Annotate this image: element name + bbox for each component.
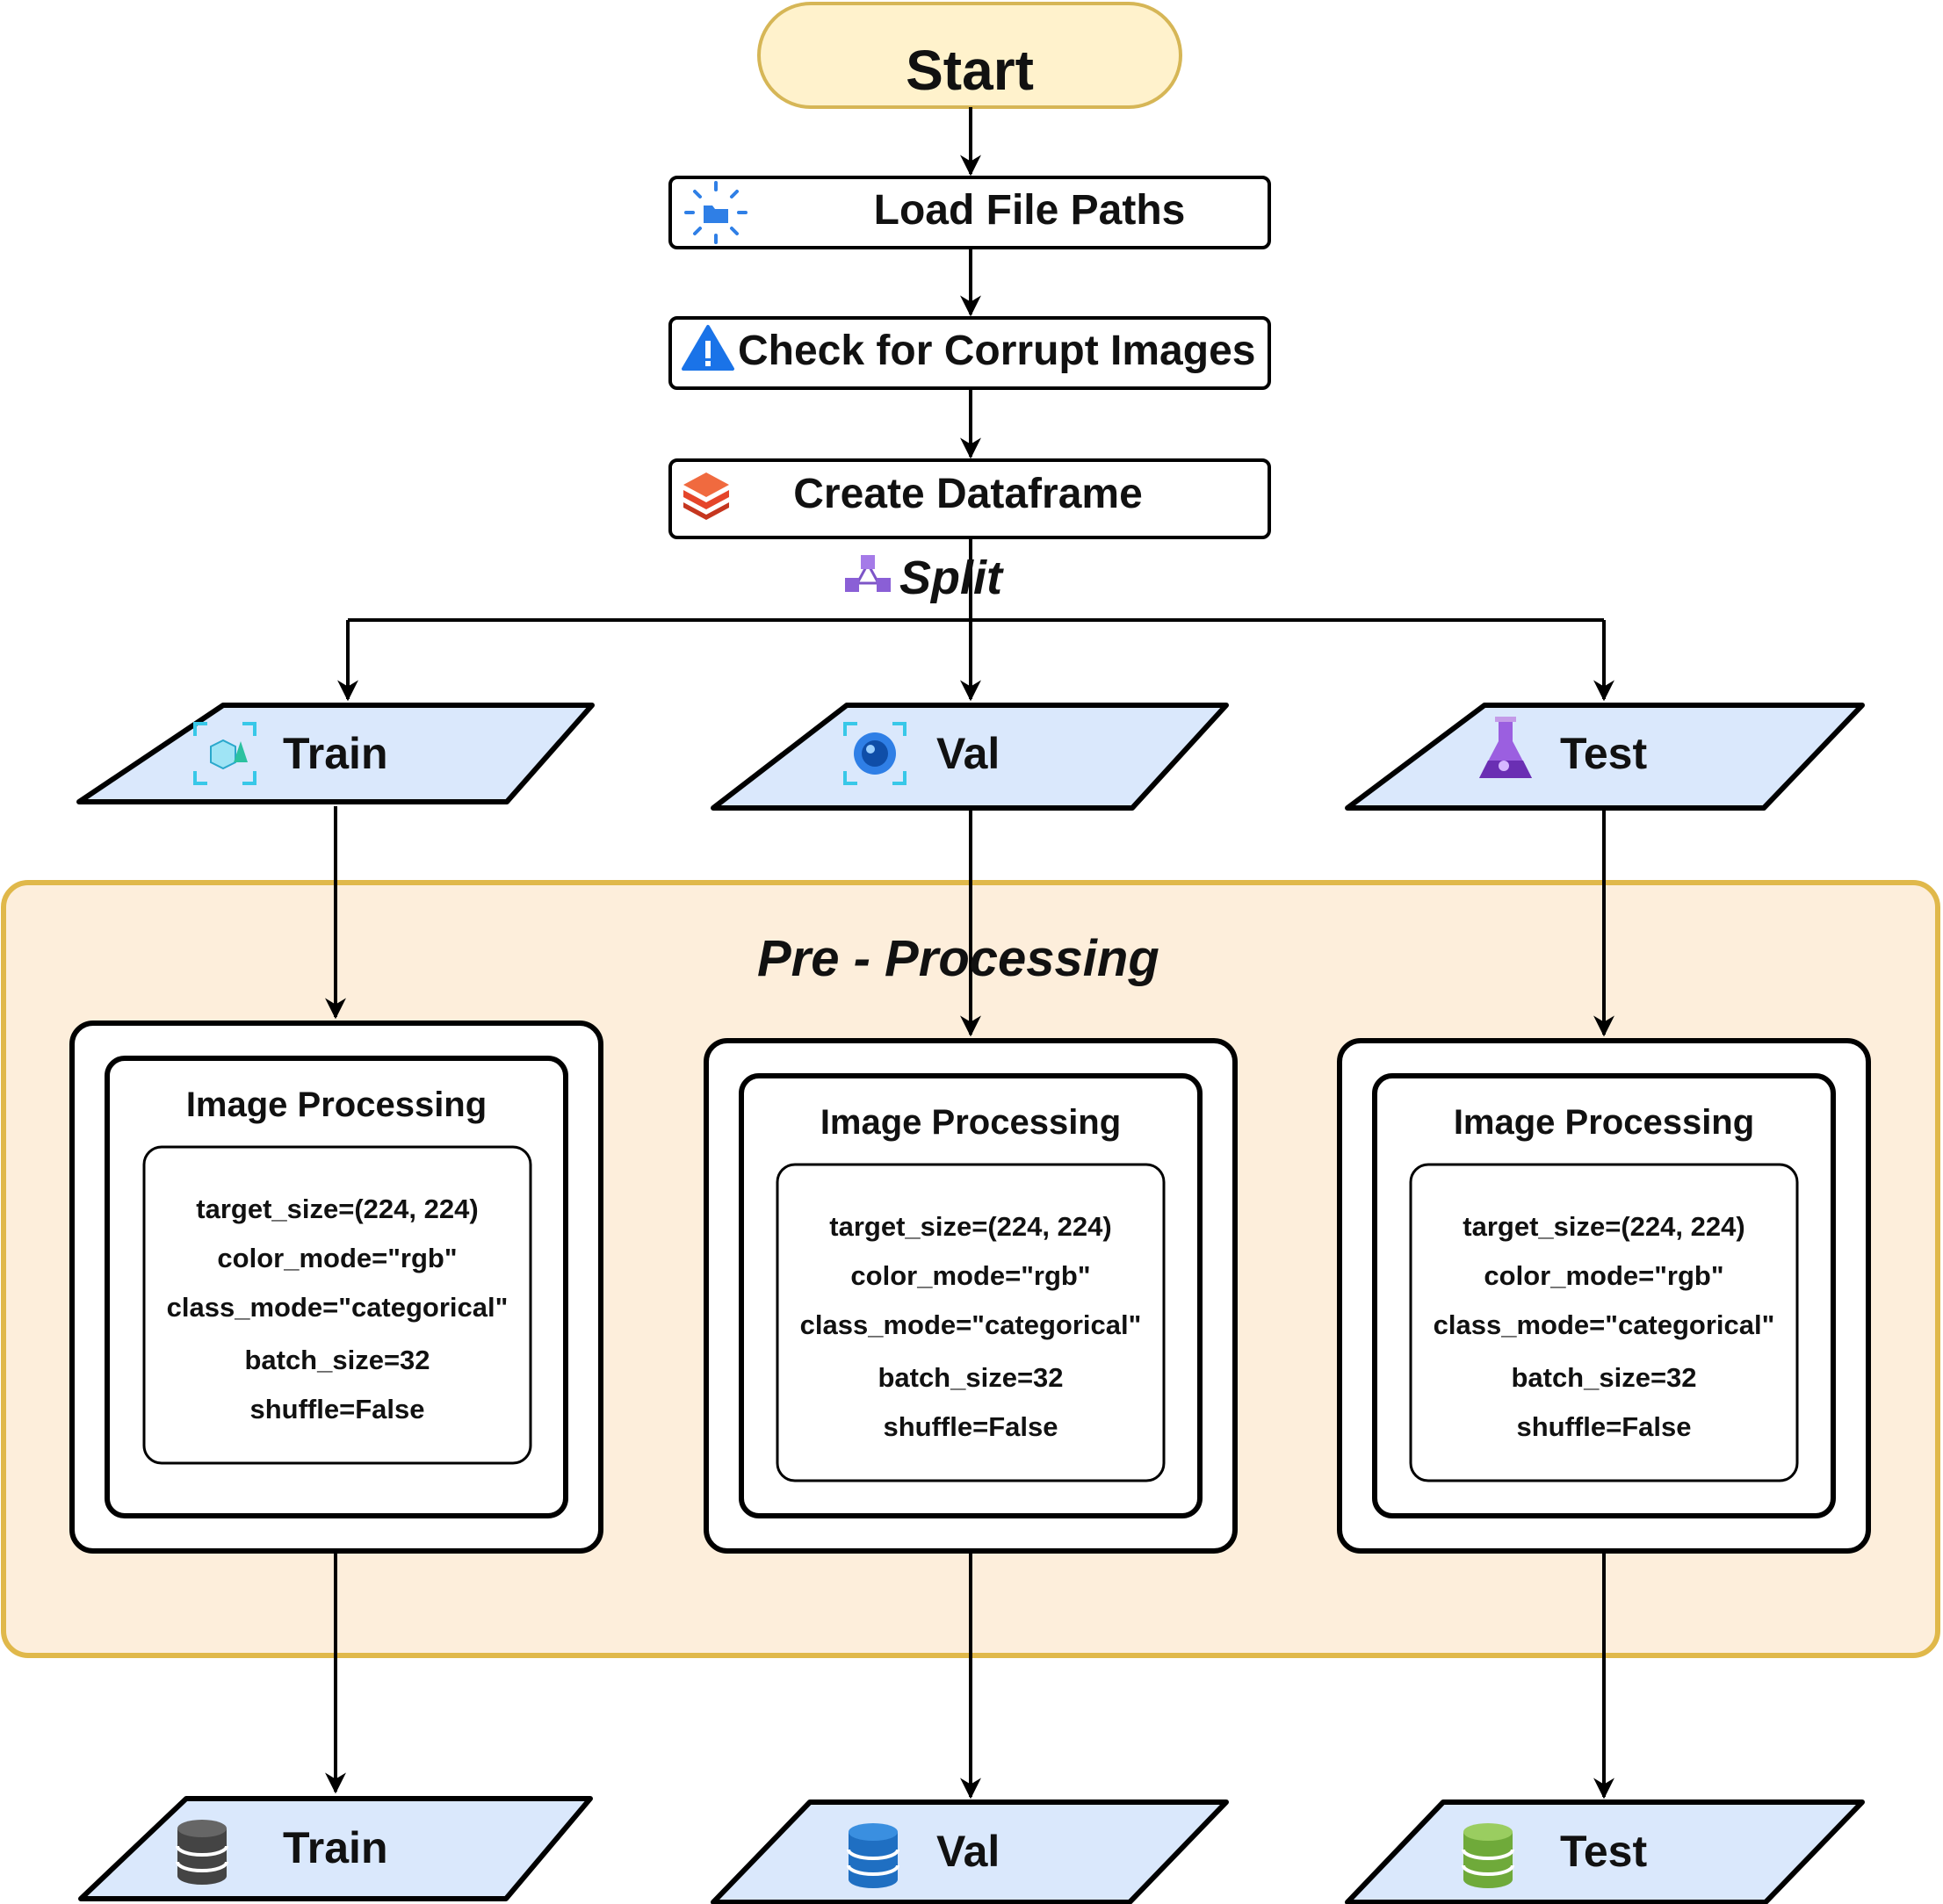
- processing-title: Image Processing: [1453, 1103, 1755, 1142]
- camera-lens-icon: [843, 722, 906, 785]
- start-label: Start: [906, 39, 1034, 102]
- preprocessing-title: Pre - Processing: [757, 930, 1159, 987]
- folder-loading-icon: [684, 181, 748, 244]
- create-dataframe-label: Create Dataframe: [793, 471, 1143, 517]
- cubes-network-icon: [845, 555, 891, 592]
- test-params-box: [1409, 1163, 1799, 1482]
- train-params-box: [142, 1145, 532, 1465]
- split-label: Split: [899, 552, 1002, 604]
- test-output-label: Test: [1560, 1827, 1648, 1876]
- database-green-icon: [1462, 1823, 1514, 1888]
- train-input-label: Train: [283, 729, 388, 778]
- val-output-shape[interactable]: [711, 1799, 1229, 1904]
- param-color-mode: color_mode="rgb": [850, 1259, 1091, 1291]
- param-shuffle: shuffle=False: [883, 1410, 1058, 1442]
- check-corrupt-label: Check for Corrupt Images: [738, 328, 1256, 374]
- param-target-size: target_size=(224, 224): [1463, 1210, 1745, 1242]
- param-color-mode: color_mode="rgb": [217, 1242, 458, 1273]
- param-class-mode: class_mode="categorical": [1433, 1309, 1775, 1340]
- param-batch-size: batch_size=32: [878, 1361, 1064, 1393]
- param-target-size: target_size=(224, 224): [196, 1193, 479, 1224]
- param-batch-size: batch_size=32: [244, 1344, 430, 1375]
- train-input-shape[interactable]: [76, 703, 595, 804]
- flask-icon: [1479, 717, 1532, 778]
- param-target-size: target_size=(224, 224): [829, 1210, 1112, 1242]
- param-shuffle: shuffle=False: [1516, 1410, 1692, 1442]
- load-file-paths-label: Load File Paths: [873, 187, 1186, 234]
- param-shuffle: shuffle=False: [249, 1393, 425, 1424]
- param-class-mode: class_mode="categorical": [166, 1291, 509, 1323]
- param-batch-size: batch_size=32: [1511, 1361, 1697, 1393]
- val-input-shape[interactable]: [711, 703, 1229, 811]
- param-class-mode: class_mode="categorical": [799, 1309, 1142, 1340]
- test-input-shape[interactable]: [1345, 703, 1865, 811]
- processing-title: Image Processing: [185, 1085, 488, 1124]
- param-color-mode: color_mode="rgb": [1484, 1259, 1724, 1291]
- warning-triangle-icon: [682, 325, 734, 371]
- processing-title: Image Processing: [820, 1103, 1122, 1142]
- val-params-box: [776, 1163, 1166, 1482]
- database-dark-icon: [176, 1820, 228, 1885]
- train-output-label: Train: [283, 1823, 388, 1872]
- test-input-label: Test: [1560, 729, 1648, 778]
- 3d-cube-scan-icon: [193, 722, 256, 785]
- database-blue-icon: [847, 1823, 899, 1888]
- stacked-layers-icon: [683, 472, 729, 520]
- val-input-label: Val: [936, 729, 1000, 778]
- val-output-label: Val: [936, 1827, 1000, 1876]
